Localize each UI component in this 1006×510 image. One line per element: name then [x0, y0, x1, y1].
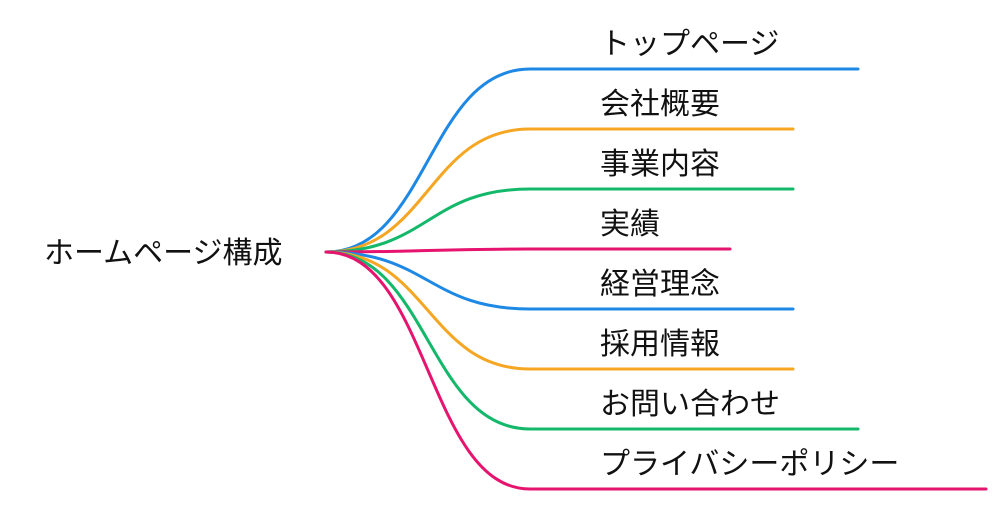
branch-line-company-overview — [324, 127, 795, 254]
branch-label-privacy-policy: プライバシーポリシー — [600, 447, 899, 482]
branch-line-recruitment — [324, 250, 795, 371]
branch-line-business — [324, 187, 795, 254]
branch-label-achievements: 実績 — [600, 207, 660, 242]
branch-label-business: 事業内容 — [600, 147, 720, 182]
branch-line-achievements — [324, 247, 732, 254]
branch-label-top-page: トップページ — [600, 27, 779, 62]
root-node-label: ホームページ構成 — [44, 236, 283, 271]
branch-labels: トップページ 会社概要 事業内容 実績 経営理念 採用情報 お問い合わせ プライ… — [600, 27, 899, 482]
branch-line-contact — [324, 250, 860, 431]
branch-connectors — [324, 67, 988, 491]
branch-label-recruitment: 採用情報 — [600, 327, 720, 362]
branch-label-contact: お問い合わせ — [600, 387, 780, 422]
branch-label-philosophy: 経営理念 — [600, 267, 720, 302]
branch-line-top-page — [324, 67, 860, 254]
branch-line-philosophy — [324, 250, 795, 311]
branch-label-company-overview: 会社概要 — [600, 87, 720, 122]
branch-line-privacy-policy — [324, 250, 988, 491]
